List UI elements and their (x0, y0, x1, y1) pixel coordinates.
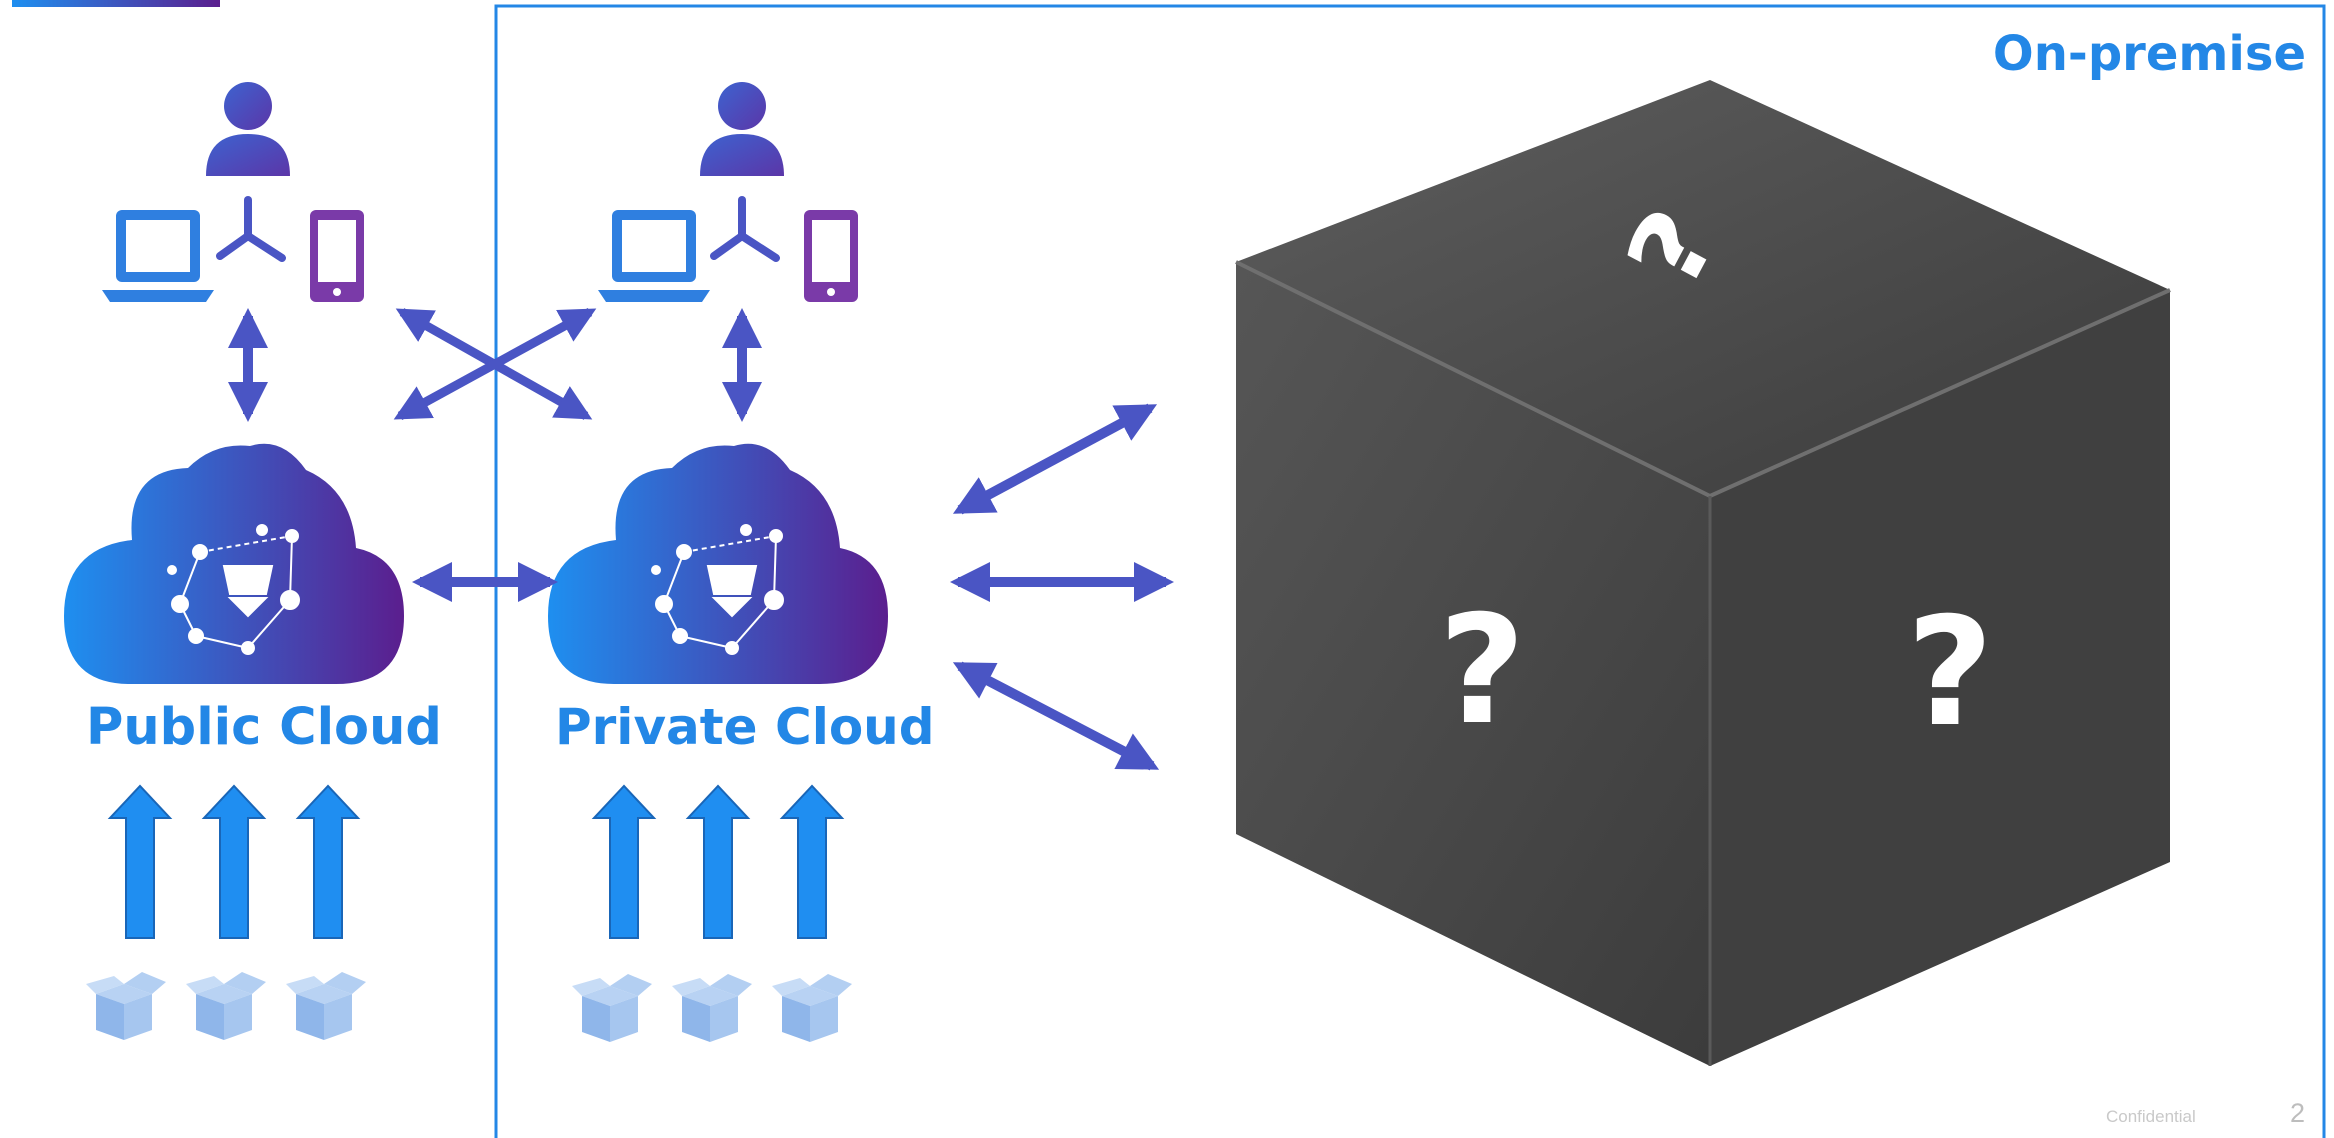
public-user-group (102, 82, 364, 302)
page-number: 2 (2290, 1098, 2305, 1128)
arrow-to-cube-lower (952, 661, 1160, 771)
user-icon (206, 82, 290, 176)
network-icon (167, 524, 300, 655)
cross-arrow-private-users-to-public-cloud (393, 308, 597, 420)
connector-icon (216, 196, 286, 262)
phone-icon (310, 210, 364, 302)
phone-icon (804, 210, 858, 302)
arrow-to-cube-upper (952, 403, 1158, 515)
on-premise-label: On-premise (1993, 26, 2306, 82)
public-package-boxes (86, 972, 366, 1040)
brand-corner-bar (12, 0, 220, 7)
public-upload-arrows (109, 785, 359, 939)
cube-left-mark: ? (1438, 584, 1525, 758)
package-box-icon (186, 972, 266, 1040)
package-box-icon (572, 974, 652, 1042)
package-box-icon (672, 974, 752, 1042)
laptop-icon (102, 210, 214, 302)
package-box-icon (86, 972, 166, 1040)
confidential-label: Confidential (2106, 1107, 2196, 1126)
network-icon (651, 524, 784, 655)
private-cloud-icon (548, 443, 888, 684)
private-package-boxes (572, 974, 852, 1042)
cube-right-mark: ? (1906, 586, 1993, 760)
package-box-icon (286, 972, 366, 1040)
user-icon (700, 82, 784, 176)
private-user-group (598, 82, 858, 302)
private-upload-arrows (593, 785, 843, 939)
private-cloud-label: Private Cloud (555, 698, 935, 756)
public-cloud-icon (64, 443, 404, 684)
laptop-icon (598, 210, 710, 302)
public-cloud-label: Public Cloud (86, 698, 442, 757)
connector-icon (710, 196, 780, 262)
mystery-cube-icon: ? ? ? (1235, 80, 2171, 1066)
package-box-icon (772, 974, 852, 1042)
